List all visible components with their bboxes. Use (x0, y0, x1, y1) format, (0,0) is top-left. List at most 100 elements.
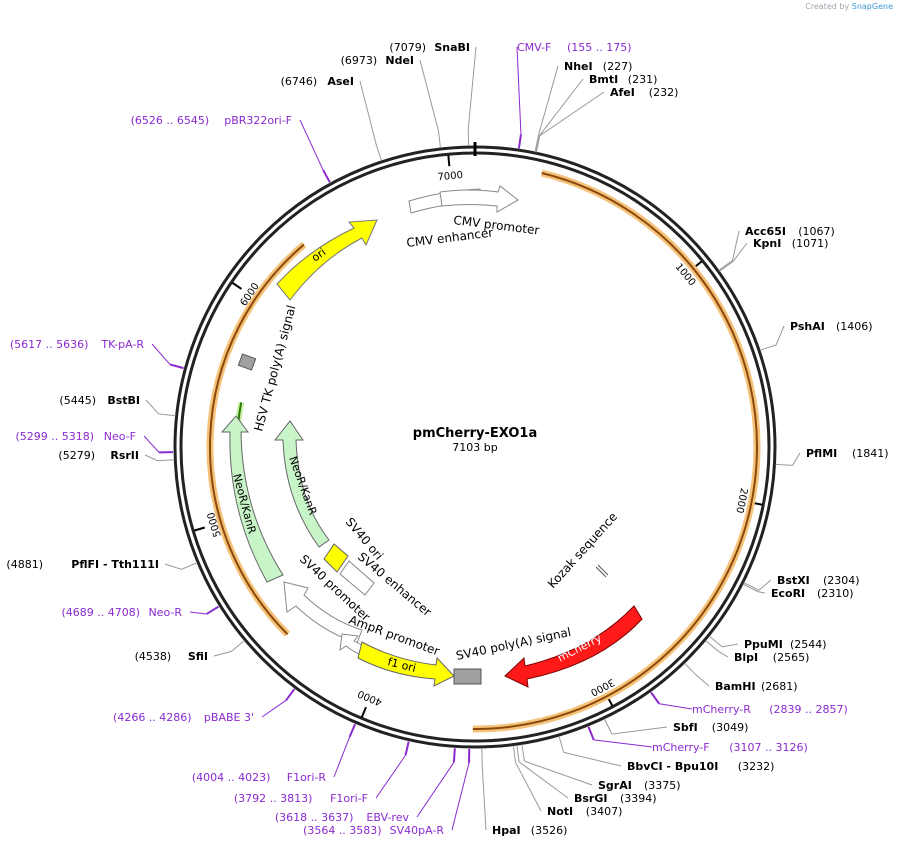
primer-mark (404, 741, 410, 756)
primer-site: Neo-R (4689 .. 4708) (61, 605, 220, 619)
enzyme-name: PpuMI (744, 638, 783, 651)
orf-arc (472, 172, 758, 730)
enzyme-position: (1406) (836, 320, 873, 333)
primer-range: (6526 .. 6545) (131, 114, 210, 127)
enzyme-leader-line (144, 454, 175, 462)
credit-prefix: Created by (805, 2, 850, 11)
enzyme-site: BamHI(2681) (684, 662, 798, 693)
plasmid-name: pmCherry-EXO1a (413, 426, 537, 441)
enzyme-name: BmtI (589, 73, 618, 86)
enzyme-name: SnaBI (434, 41, 470, 54)
enzyme-leader-line (467, 46, 477, 147)
primer-mark (348, 723, 357, 738)
primer-leader-line (375, 754, 406, 799)
primer-mark (169, 363, 184, 370)
enzyme-leader-line (419, 59, 441, 149)
kozak-marker (595, 566, 607, 578)
primer-site: Neo-F(5299 .. 5318) (15, 430, 174, 454)
enzyme-position: (4881) (6, 558, 43, 571)
enzyme-name: EcoRI (771, 587, 805, 600)
enzyme-name: BlpI (734, 651, 758, 664)
enzyme-position: (2565) (773, 651, 810, 664)
enzyme-leader-line (213, 640, 245, 657)
enzyme-position: (3526) (531, 824, 568, 837)
primer-site: F1ori-R (4004 .. 4023) (192, 723, 357, 784)
primer-leader-line (299, 119, 324, 171)
enzyme-position: (6746) (281, 75, 318, 88)
primer-site: mCherry-F(3107 .. 3126) (587, 726, 808, 754)
primer-site: mCherry-R(2839 .. 2857) (650, 691, 848, 716)
enzyme-name: PflMI (806, 447, 837, 460)
enzyme-site: SfiI(4538) (135, 640, 245, 663)
enzyme-name: SbfI (673, 721, 698, 734)
sv40-promoter-feature (283, 581, 363, 644)
primer-range: (4689 .. 4708) (61, 606, 140, 619)
primer-mark (517, 134, 522, 149)
primer-leader-line (451, 762, 470, 831)
tick-mark (193, 526, 206, 532)
feature-label-neor-outer: NeoR/KanR (230, 472, 259, 535)
enzyme-name: Acc65I (745, 225, 786, 238)
enzyme-leader-line (603, 718, 668, 735)
neor-kanr-outer-feature (220, 415, 284, 583)
enzyme-site: HpaI(3526) (481, 747, 568, 837)
enzyme-site: BlpI (2565) (705, 640, 810, 664)
enzyme-position: (1841) (852, 447, 889, 460)
primer-mark (587, 726, 595, 741)
enzyme-position: (7079) (389, 41, 426, 54)
enzyme-site: BstBI (5445) (59, 394, 176, 417)
primer-name: mCherry-R (692, 703, 751, 716)
enzyme-position: (3375) (644, 779, 681, 792)
enzyme-site: BstXI(2304) (743, 574, 860, 591)
primer-mark (285, 688, 296, 701)
primer-range: (5617 .. 5636) (10, 338, 89, 351)
primer-name: SV40pA-R (390, 824, 445, 837)
orf-arc (209, 243, 305, 635)
sv40-polya-feature (453, 668, 482, 685)
primer-site: pBABE 3'(4266 .. 4286) (113, 688, 296, 724)
enzyme-site: BsrGI(3394) (516, 745, 657, 805)
primer-range: (4004 .. 4023) (192, 771, 271, 784)
enzyme-leader-line (719, 242, 748, 272)
tick-label: 4000 (356, 687, 384, 707)
primer-name: pBR322ori-F (224, 114, 292, 127)
enzyme-leader-line (743, 579, 772, 591)
feature-label-hsv-tk-polya: HSV TK poly(A) signal (251, 304, 298, 433)
enzyme-site: PflMI (1841) (775, 447, 889, 466)
enzyme-leader-line (708, 635, 739, 648)
feature-label-cmv-enhancer: CMV enhancer (406, 225, 494, 250)
enzyme-name: BamHI (715, 680, 756, 693)
enzyme-name: BstBI (107, 394, 140, 407)
enzyme-leader-line (516, 745, 569, 799)
primer-site: F1ori-F(3792 .. 3813) (234, 741, 410, 805)
primer-name: F1ori-R (287, 771, 327, 784)
sv40-enhancer-feature (339, 560, 375, 596)
enzyme-name: BstXI (777, 574, 810, 587)
enzyme-name: NdeI (385, 54, 414, 67)
enzyme-name: PflFI - Tth111I (71, 558, 159, 571)
primer-site: EBV-rev(3618 .. 3637) (275, 748, 456, 824)
enzyme-leader-line (742, 583, 766, 594)
kozak-marker-2 (597, 564, 609, 576)
primer-leader-line (189, 611, 207, 615)
primer-name: pBABE 3' (204, 711, 254, 724)
enzyme-name: NotI (547, 805, 573, 818)
enzyme-position: (232) (649, 86, 679, 99)
enzyme-position: (3407) (586, 805, 623, 818)
hsv-tk-polya-feature (237, 353, 257, 371)
primer-leader-line (333, 736, 351, 778)
primer-sites: CMV-F(155 .. 175)pBR322ori-F(6526 .. 654… (10, 41, 848, 837)
enzyme-site: EcoRI(2310) (742, 583, 854, 600)
primer-leader-line (416, 762, 455, 818)
tick-mark (360, 706, 367, 718)
primer-name: F1ori-F (330, 792, 368, 805)
enzyme-position: (3232) (738, 760, 775, 773)
enzyme-site: KpnI(1071) (719, 237, 828, 272)
tick-mark (447, 155, 451, 167)
enzyme-position: (5445) (59, 394, 96, 407)
features (220, 185, 643, 688)
primer-name: Neo-R (148, 606, 182, 619)
enzyme-site: PpuMI(2544) (708, 635, 827, 651)
f1-ori-feature (357, 641, 455, 687)
